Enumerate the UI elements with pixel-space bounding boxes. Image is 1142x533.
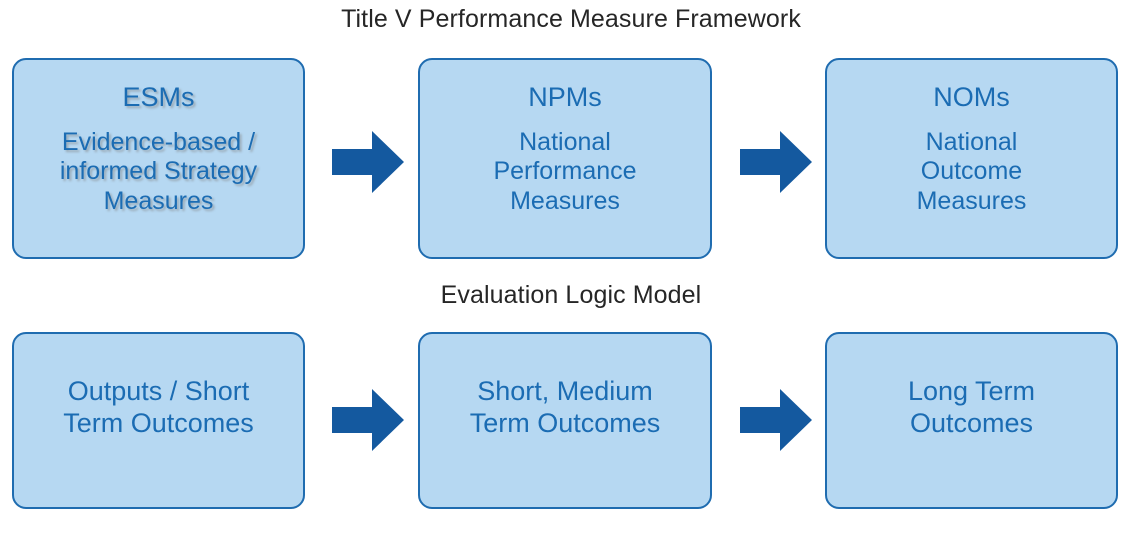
node-short-medium-line-1: Short, Medium: [477, 375, 653, 406]
node-long-term-outcomes-text: Long Term Outcomes: [908, 376, 1035, 440]
node-npms-body-line-3: Measures: [510, 186, 620, 215]
node-noms-body-line-3: Measures: [916, 186, 1027, 215]
arrow-outputs-to-short-medium: [332, 389, 404, 451]
node-noms-heading: NOMs: [933, 82, 1010, 112]
arrow-short-medium-to-long: [740, 389, 812, 451]
node-short-medium-line-2: Term Outcomes: [469, 407, 661, 438]
node-outputs-short-term-outcomes[interactable]: Outputs / Short Term Outcomes: [12, 332, 305, 509]
node-noms[interactable]: NOMs National Outcome Measures: [825, 58, 1118, 259]
node-esms[interactable]: ESMs Evidence-based / informed Strategy …: [12, 58, 305, 259]
node-long-term-line-2: Outcomes: [909, 407, 1034, 438]
node-npms-heading: NPMs: [528, 82, 602, 112]
framework-title: Title V Performance Measure Framework: [341, 5, 801, 33]
node-esms-body: Evidence-based / informed Strategy Measu…: [60, 128, 257, 217]
node-short-medium-term-outcomes-text: Short, Medium Term Outcomes: [470, 376, 661, 440]
node-noms-body-line-2: Outcome: [920, 157, 1023, 186]
node-long-term-outcomes[interactable]: Long Term Outcomes: [825, 332, 1118, 509]
node-esms-body-line-2: informed Strategy: [59, 157, 258, 186]
node-noms-body: National Outcome Measures: [917, 128, 1027, 217]
node-esms-body-line-1: Evidence-based /: [61, 127, 256, 156]
node-npms-body-line-2: Performance: [493, 157, 637, 186]
node-outputs-line-2: Term Outcomes: [63, 407, 254, 438]
node-outputs-line-1: Outputs / Short: [67, 375, 250, 406]
node-noms-body-line-1: National: [925, 127, 1018, 156]
node-npms[interactable]: NPMs National Performance Measures: [418, 58, 712, 259]
arrow-npms-to-noms: [740, 131, 812, 193]
node-long-term-line-1: Long Term: [907, 375, 1036, 406]
node-npms-body-line-1: National: [519, 127, 611, 156]
node-short-medium-term-outcomes[interactable]: Short, Medium Term Outcomes: [418, 332, 712, 509]
logic-model-title: Evaluation Logic Model: [440, 281, 702, 309]
node-npms-body: National Performance Measures: [493, 128, 636, 217]
node-esms-heading: ESMs: [122, 82, 195, 112]
arrow-esms-to-npms: [332, 131, 404, 193]
node-outputs-short-term-outcomes-text: Outputs / Short Term Outcomes: [63, 376, 254, 440]
node-esms-body-line-3: Measures: [103, 186, 214, 215]
